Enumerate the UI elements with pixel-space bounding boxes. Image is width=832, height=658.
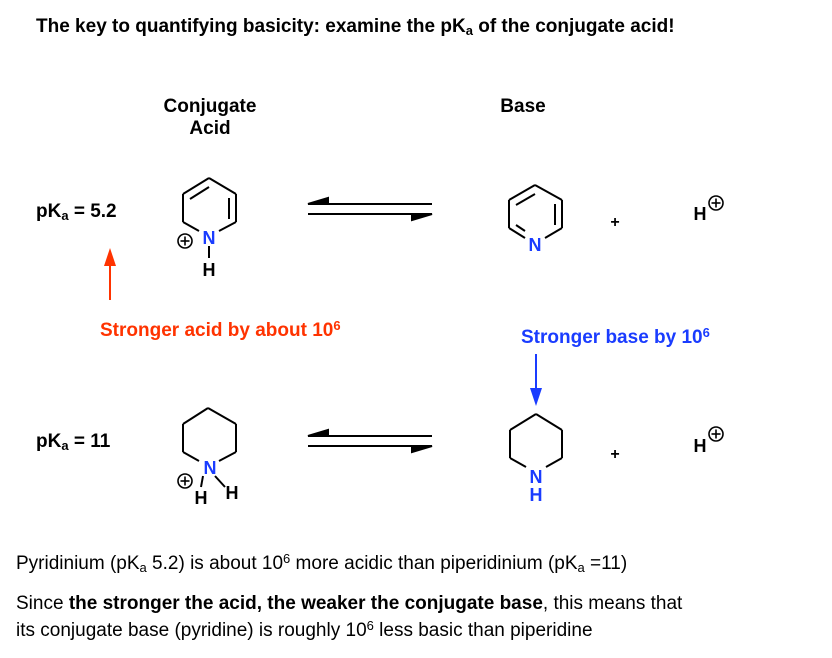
footer-line2-a: Since [16,593,69,614]
stronger-acid-exponent: 6 [333,318,341,333]
equilibrium-arrows-row2 [307,428,433,454]
pka-label-subscript: a [61,438,69,453]
blue-down-arrow [530,354,542,406]
title-tail: of the conjugate acid! [472,16,675,37]
proton-charge-row1 [708,195,724,211]
conjugate-acid-header-line1: Conjugate [163,96,257,117]
base-header: Base [500,96,546,117]
footer-line1-c-sub: a [577,560,585,575]
footer-line2-b: , this means that [542,593,683,614]
pka-label-value: = 5.2 [68,201,117,222]
pyridinium-hydrogen: H [203,260,216,280]
pka-label-text: pK [36,201,62,222]
stronger-base-annotation: Stronger base by 106 [521,325,710,349]
stronger-base-exponent: 6 [702,325,710,340]
footer-line2-bold: the stronger the acid, the weaker the co… [68,593,543,614]
piperidinium-structure: N H H [177,407,239,508]
conjugate-acid-header: Conjugate Acid [150,96,270,140]
pka-label-text: pK [36,431,62,452]
red-up-arrow [104,248,116,300]
pyridine-structure: N [508,184,563,255]
proton-row2: H [694,426,724,456]
title-main: The key to quantifying basicity: examine… [36,16,466,37]
pyridinium-structure: N H [177,177,237,280]
footer-line-2: Since the stronger the acid, the weaker … [16,593,682,615]
proton-h-row1: H [694,204,707,224]
pka-label-subscript: a [61,208,69,223]
proton-h-row2: H [694,436,707,456]
footer-line1-b-sup: 6 [283,551,291,566]
piperidine-hydrogen: H [530,485,543,505]
piperidinium-nitrogen: N [204,458,217,478]
page-title: The key to quantifying basicity: examine… [36,16,675,38]
plus-sign-row2: + [610,446,619,463]
stronger-acid-text: Stronger acid by about 10 [100,320,334,341]
stronger-base-text: Stronger base by 10 [521,327,703,348]
piperidine-structure: N H [509,413,563,505]
footer-line1-c: more acidic than piperidinium (pK [290,553,578,574]
pyridinium-nitrogen: N [203,228,216,248]
proton-charge-row2 [708,426,724,442]
pyridine-nitrogen: N [529,235,542,255]
piperidinium-hydrogen-1: H [195,488,208,508]
piperidinium-positive-charge [177,473,193,489]
pyridinium-positive-charge [177,233,193,249]
stronger-acid-annotation: Stronger acid by about 106 [100,318,341,342]
title-subscript: a [465,23,473,38]
pka-label-piperidinium: pKa = 11 [36,431,110,453]
footer-line-3: its conjugate base (pyridine) is roughly… [16,618,593,642]
footer-line1-d: =11) [584,553,628,574]
footer-line1-b: 5.2) is about 10 [146,553,284,574]
footer-line3-b: less basic than piperidine [373,620,593,641]
footer-line1-a-sub: a [139,560,147,575]
footer-line3-sup: 6 [366,618,374,633]
plus-sign-row1: + [610,214,619,231]
proton-row1: H [694,195,724,224]
footer-line1-a: Pyridinium (pK [16,553,140,574]
piperidine-nitrogen: N [530,467,543,487]
footer-line-1: Pyridinium (pKa 5.2) is about 106 more a… [16,551,627,575]
equilibrium-arrows-row1 [307,196,433,222]
piperidinium-hydrogen-2: H [226,483,239,503]
footer-line3-a: its conjugate base (pyridine) is roughly… [16,620,367,641]
pka-label-pyridinium: pKa = 5.2 [36,201,117,223]
pka-label-value: = 11 [68,431,111,452]
conjugate-acid-header-line2: Acid [189,118,231,139]
